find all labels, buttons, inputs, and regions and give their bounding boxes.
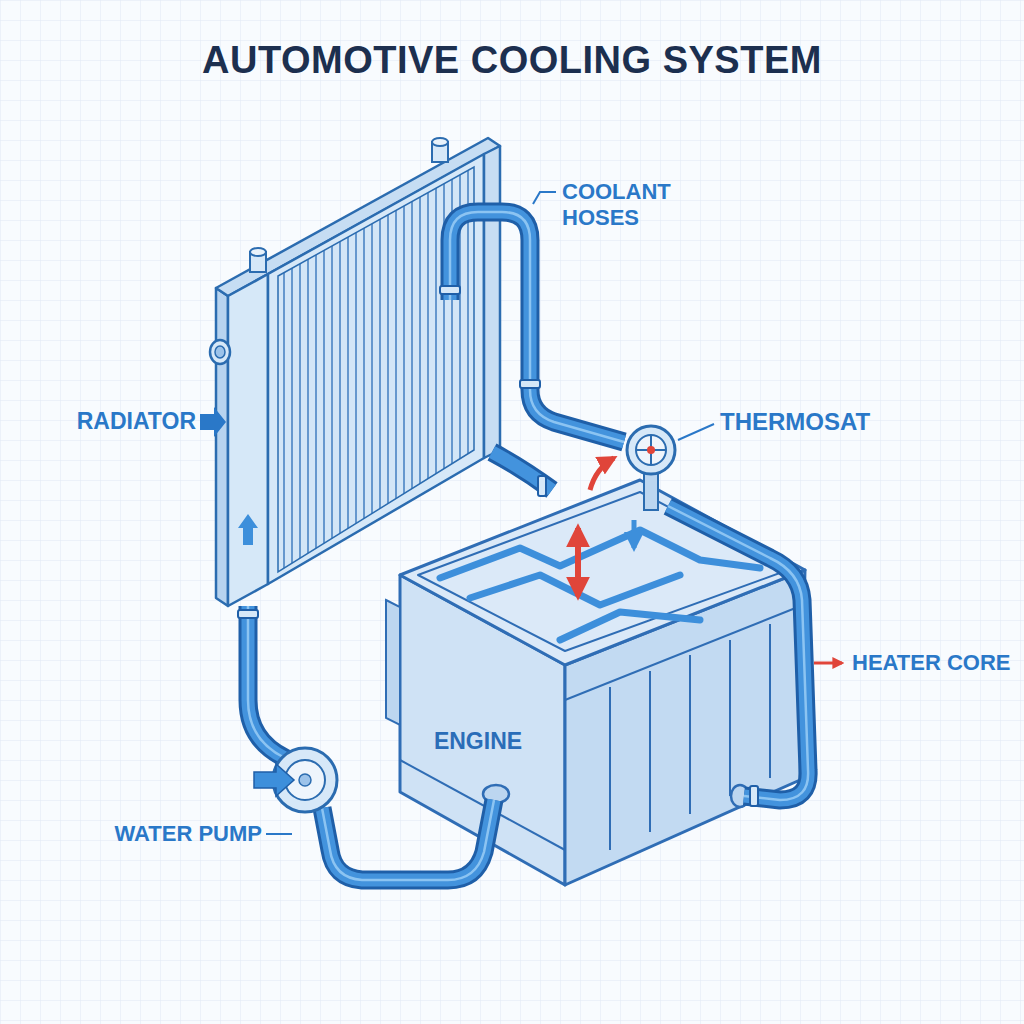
part-label: COOLANT HOSES [562,179,692,232]
hose-clamp [538,476,546,496]
hose [450,212,624,442]
pointer-arrow [200,407,226,437]
thermostat-pin [647,446,655,454]
head-gasket [418,492,788,651]
part-label: THERMOSAT [720,408,870,437]
engine-ribs [565,605,803,850]
part-label: WATER PUMP [115,821,262,847]
hose-highlight [248,606,292,762]
water-pump [254,748,337,812]
radiator-cap [432,138,448,146]
radiator-tank [228,274,268,606]
engine-rib [769,624,771,778]
part-label: HEATER CORE [852,650,1011,676]
hose-clamp [750,786,758,806]
engine-top-face [400,480,805,665]
hose-outline [322,800,494,880]
hose-outline [450,212,624,442]
part-label: ENGINE [429,727,527,757]
diagram-title: AUTOMOTIVE COOLING SYSTEM [0,38,1024,84]
coolant-hoses [238,212,808,880]
engine-flange [386,600,400,725]
radiator-inlet [215,346,225,358]
radiator-inlet [210,340,230,364]
hose-outline [248,606,292,762]
heat-arrow [590,458,614,490]
thermostat-valve [636,435,666,465]
thermostat [627,426,675,510]
engine-rib [565,605,803,700]
leader-line [533,192,556,204]
pump-hub [299,774,311,786]
leader-line [678,424,714,440]
hose-highlight [450,212,624,442]
engine-rib [649,671,651,832]
hose-highlight [668,506,808,800]
pointer-arrow [814,662,842,665]
heat-arrow [575,528,581,596]
flow-arrow [238,514,258,545]
engine-rib [609,687,611,850]
hose [248,606,292,762]
coolant-passage [560,612,700,640]
hose [322,800,494,880]
hose [668,506,808,800]
radiator-tank [484,146,500,458]
hose-highlight [322,800,494,880]
flow-arrow [254,764,294,796]
radiator-cap [250,248,266,256]
radiator-side [216,288,228,606]
hose-clamp [520,380,540,388]
hose-clamp [440,286,460,294]
flow-arrow [632,520,637,548]
hose-clamp [238,610,258,618]
engine-rib [729,640,731,796]
part-label: RADIATOR [77,408,196,436]
hose-outline [668,506,808,800]
thermostat-housing [627,426,675,474]
engine-rib [689,655,691,814]
leader-line [266,833,292,835]
